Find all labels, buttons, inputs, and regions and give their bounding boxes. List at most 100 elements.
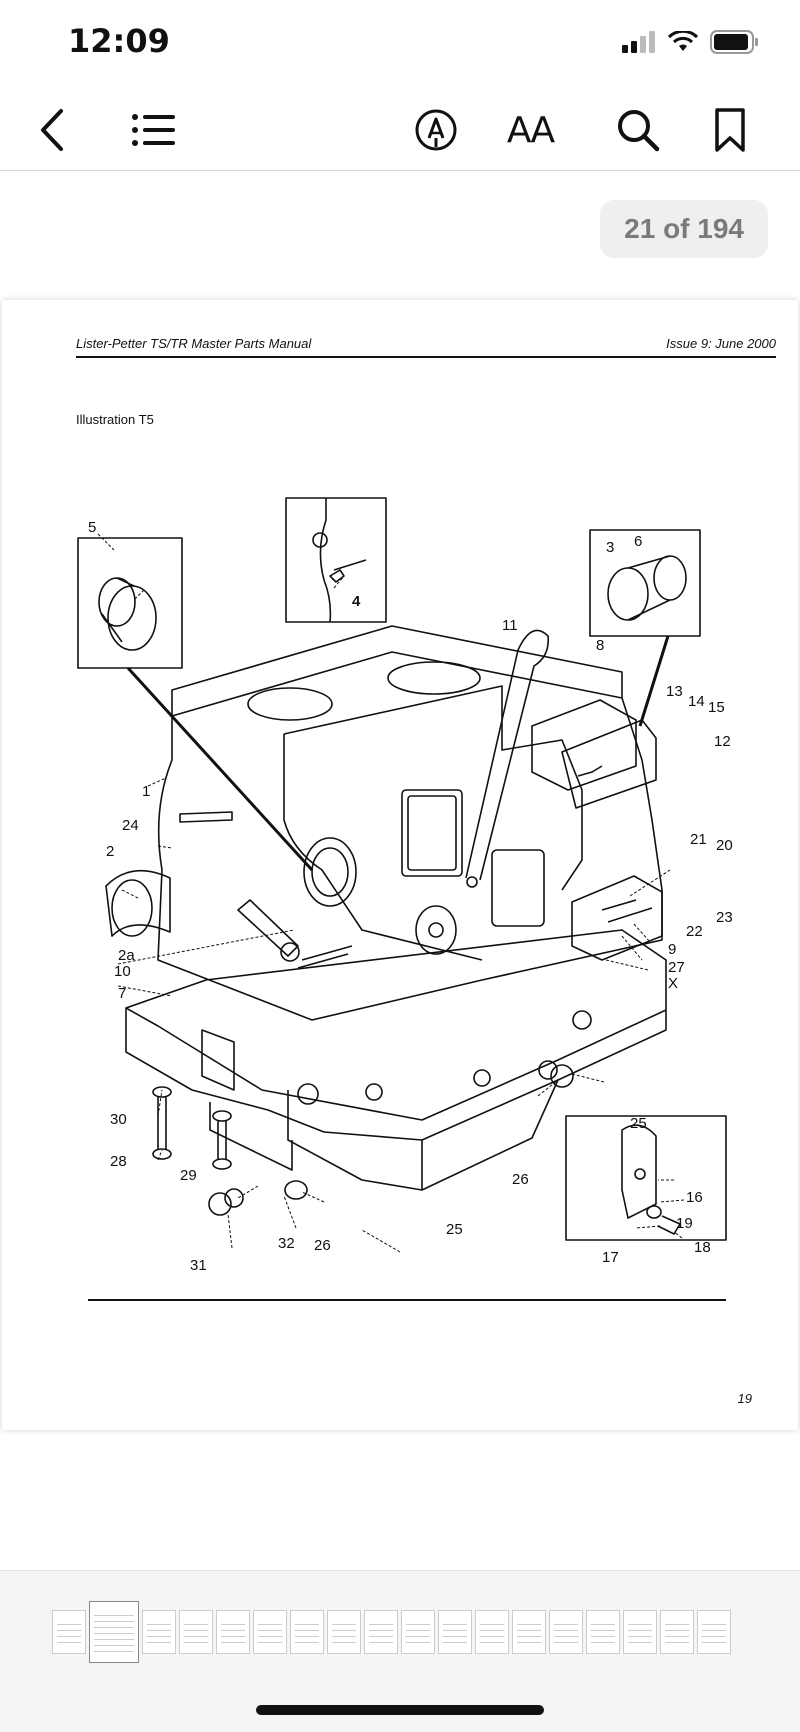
text-size-button[interactable]: AA [498,102,562,158]
page-thumbnail[interactable] [586,1610,620,1654]
callout-label: 2a [118,947,135,964]
inset-box-stud [285,497,387,623]
search-button[interactable] [610,102,666,158]
thumbnail-preview [332,1619,356,1645]
thumbnail-preview [258,1619,282,1645]
page-thumbnail[interactable] [253,1610,287,1654]
page-thumbnail[interactable] [327,1610,361,1654]
document-header-issue: Issue 9: June 2000 [666,336,776,351]
callout-label: 2 [106,843,114,860]
page-thumbnail[interactable] [364,1610,398,1654]
callout-label: 6 [634,533,642,550]
text-size-label: AA [506,109,555,151]
callout-label: 9 [668,941,676,958]
thumbnail-preview [554,1619,578,1645]
thumbnail-preview [665,1619,689,1645]
callout-label: 32 [278,1235,295,1252]
status-icons [622,30,760,54]
callout-label: 14 [688,693,705,710]
illustration-title: Illustration T5 [76,412,154,427]
thumbnail-preview [57,1619,81,1645]
cellular-signal-icon [622,31,655,53]
thumbnail-preview [443,1619,467,1645]
callout-label: 20 [716,837,733,854]
thumbnail-preview [147,1619,171,1645]
thumbnail-preview [591,1619,615,1645]
pen-circle-icon [415,109,457,151]
document-header-title: Lister-Petter TS/TR Master Parts Manual [76,336,312,351]
callout-label: 29 [180,1167,197,1184]
page-thumbnail[interactable] [89,1601,139,1663]
contents-button[interactable] [126,102,182,158]
callout-label: 25 [446,1221,463,1238]
home-indicator [256,1705,544,1715]
callout-label: 18 [694,1239,711,1256]
thumbnail-preview [184,1619,208,1645]
callout-label: 12 [714,733,731,750]
callout-label: 26 [314,1237,331,1254]
callout-label: 25 [630,1115,647,1132]
chevron-left-icon [41,109,63,151]
page-thumbnail[interactable] [216,1610,250,1654]
page-thumbnail[interactable] [290,1610,324,1654]
callout-label: 8 [596,637,604,654]
callout-label: 27 [668,959,685,976]
callout-label: 19 [676,1215,693,1232]
document-page[interactable]: Lister-Petter TS/TR Master Parts Manual … [2,300,798,1430]
page-thumbnail[interactable] [512,1610,546,1654]
callout-label: 5 [88,519,96,536]
callout-label: 4 [352,593,361,610]
callout-label: 10 [114,963,131,980]
exploded-parts-diagram: 5 4 3 6 11 8 13 14 15 12 1 24 2 21 20 23… [77,497,733,1301]
callout-label: 24 [122,817,139,834]
inset-box-bushing [589,529,701,637]
thumbnail-preview [406,1619,430,1645]
callout-label: 7 [118,985,126,1002]
thumbnail-preview [295,1619,319,1645]
bookmark-button[interactable] [702,102,758,158]
page-thumbnail[interactable] [697,1610,731,1654]
callout-label: 21 [690,831,707,848]
callout-labels: 5 4 3 6 11 8 13 14 15 12 1 24 2 21 20 23… [88,519,733,1274]
status-time: 12:09 [68,22,170,60]
page-thumbnail[interactable] [475,1610,509,1654]
thumbnail-preview [369,1619,393,1645]
callout-label: 16 [686,1189,703,1206]
bookmark-icon [715,108,745,152]
callout-label: 1 [142,783,150,800]
callout-label: 22 [686,923,703,940]
callout-label: 23 [716,909,733,926]
callout-label: 31 [190,1257,207,1274]
page-thumbnail[interactable] [623,1610,657,1654]
reader-toolbar: AA [0,88,800,171]
page-thumbnail[interactable] [142,1610,176,1654]
callout-label: 15 [708,699,725,716]
search-icon [618,110,660,152]
battery-icon [710,30,758,54]
status-bar: 12:09 [0,0,800,88]
thumbnail-preview [628,1619,652,1645]
back-button[interactable] [24,102,80,158]
page-number: 19 [737,1391,752,1406]
callout-label: 17 [602,1249,619,1266]
page-thumbnail[interactable] [179,1610,213,1654]
page-thumbnail[interactable] [52,1610,86,1654]
wifi-icon [668,31,698,51]
thumbnail-preview [480,1619,504,1645]
callout-label: 28 [110,1153,127,1170]
thumbnail-list [52,1601,731,1663]
callout-label: 30 [110,1111,127,1128]
thumbnail-preview [221,1619,245,1645]
page-thumbnail[interactable] [438,1610,472,1654]
callout-label: 3 [606,539,614,556]
page-thumbnail[interactable] [660,1610,694,1654]
thumbnail-preview [702,1619,726,1645]
thumbnail-preview [517,1619,541,1645]
markup-button[interactable] [408,102,464,158]
page-thumbnail[interactable] [549,1610,583,1654]
page-counter: 21 of 194 [600,200,768,258]
callout-label: 11 [502,617,518,634]
callout-label: X [668,975,678,992]
header-rule [76,356,776,358]
page-thumbnail[interactable] [401,1610,435,1654]
